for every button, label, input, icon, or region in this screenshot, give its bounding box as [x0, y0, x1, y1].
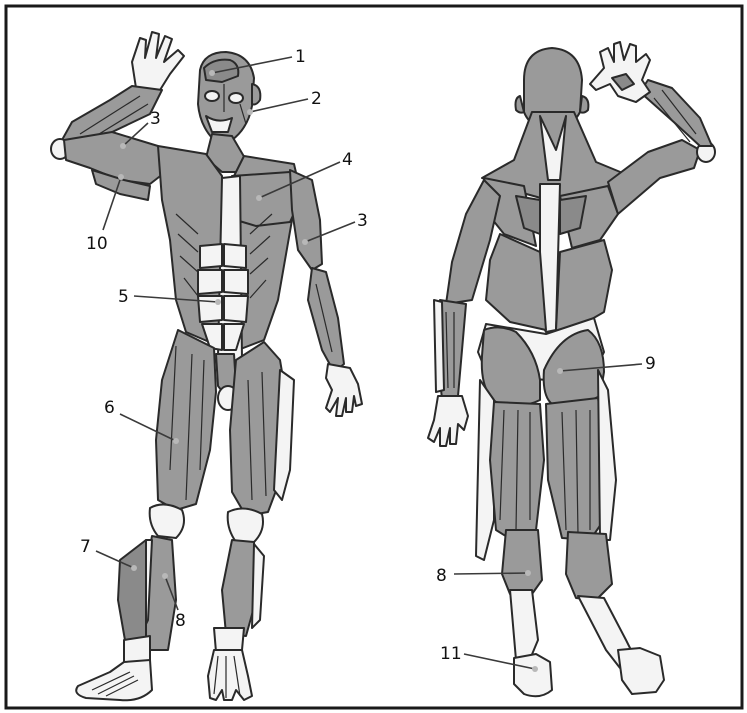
label-4: 4	[342, 150, 353, 170]
label-2: 2	[311, 89, 322, 109]
label-10: 10	[86, 234, 108, 254]
label-8-back: 8	[436, 566, 447, 586]
label-6: 6	[104, 398, 115, 418]
label-1: 1	[295, 47, 306, 67]
leader-8b	[454, 573, 528, 574]
label-8-front: 8	[175, 611, 186, 631]
label-3-front-arm: 3	[150, 109, 161, 129]
label-11: 11	[440, 644, 462, 664]
label-3-front-forearm: 3	[357, 211, 368, 231]
label-7: 7	[80, 537, 91, 557]
label-5: 5	[118, 287, 129, 307]
label-9: 9	[645, 354, 656, 374]
